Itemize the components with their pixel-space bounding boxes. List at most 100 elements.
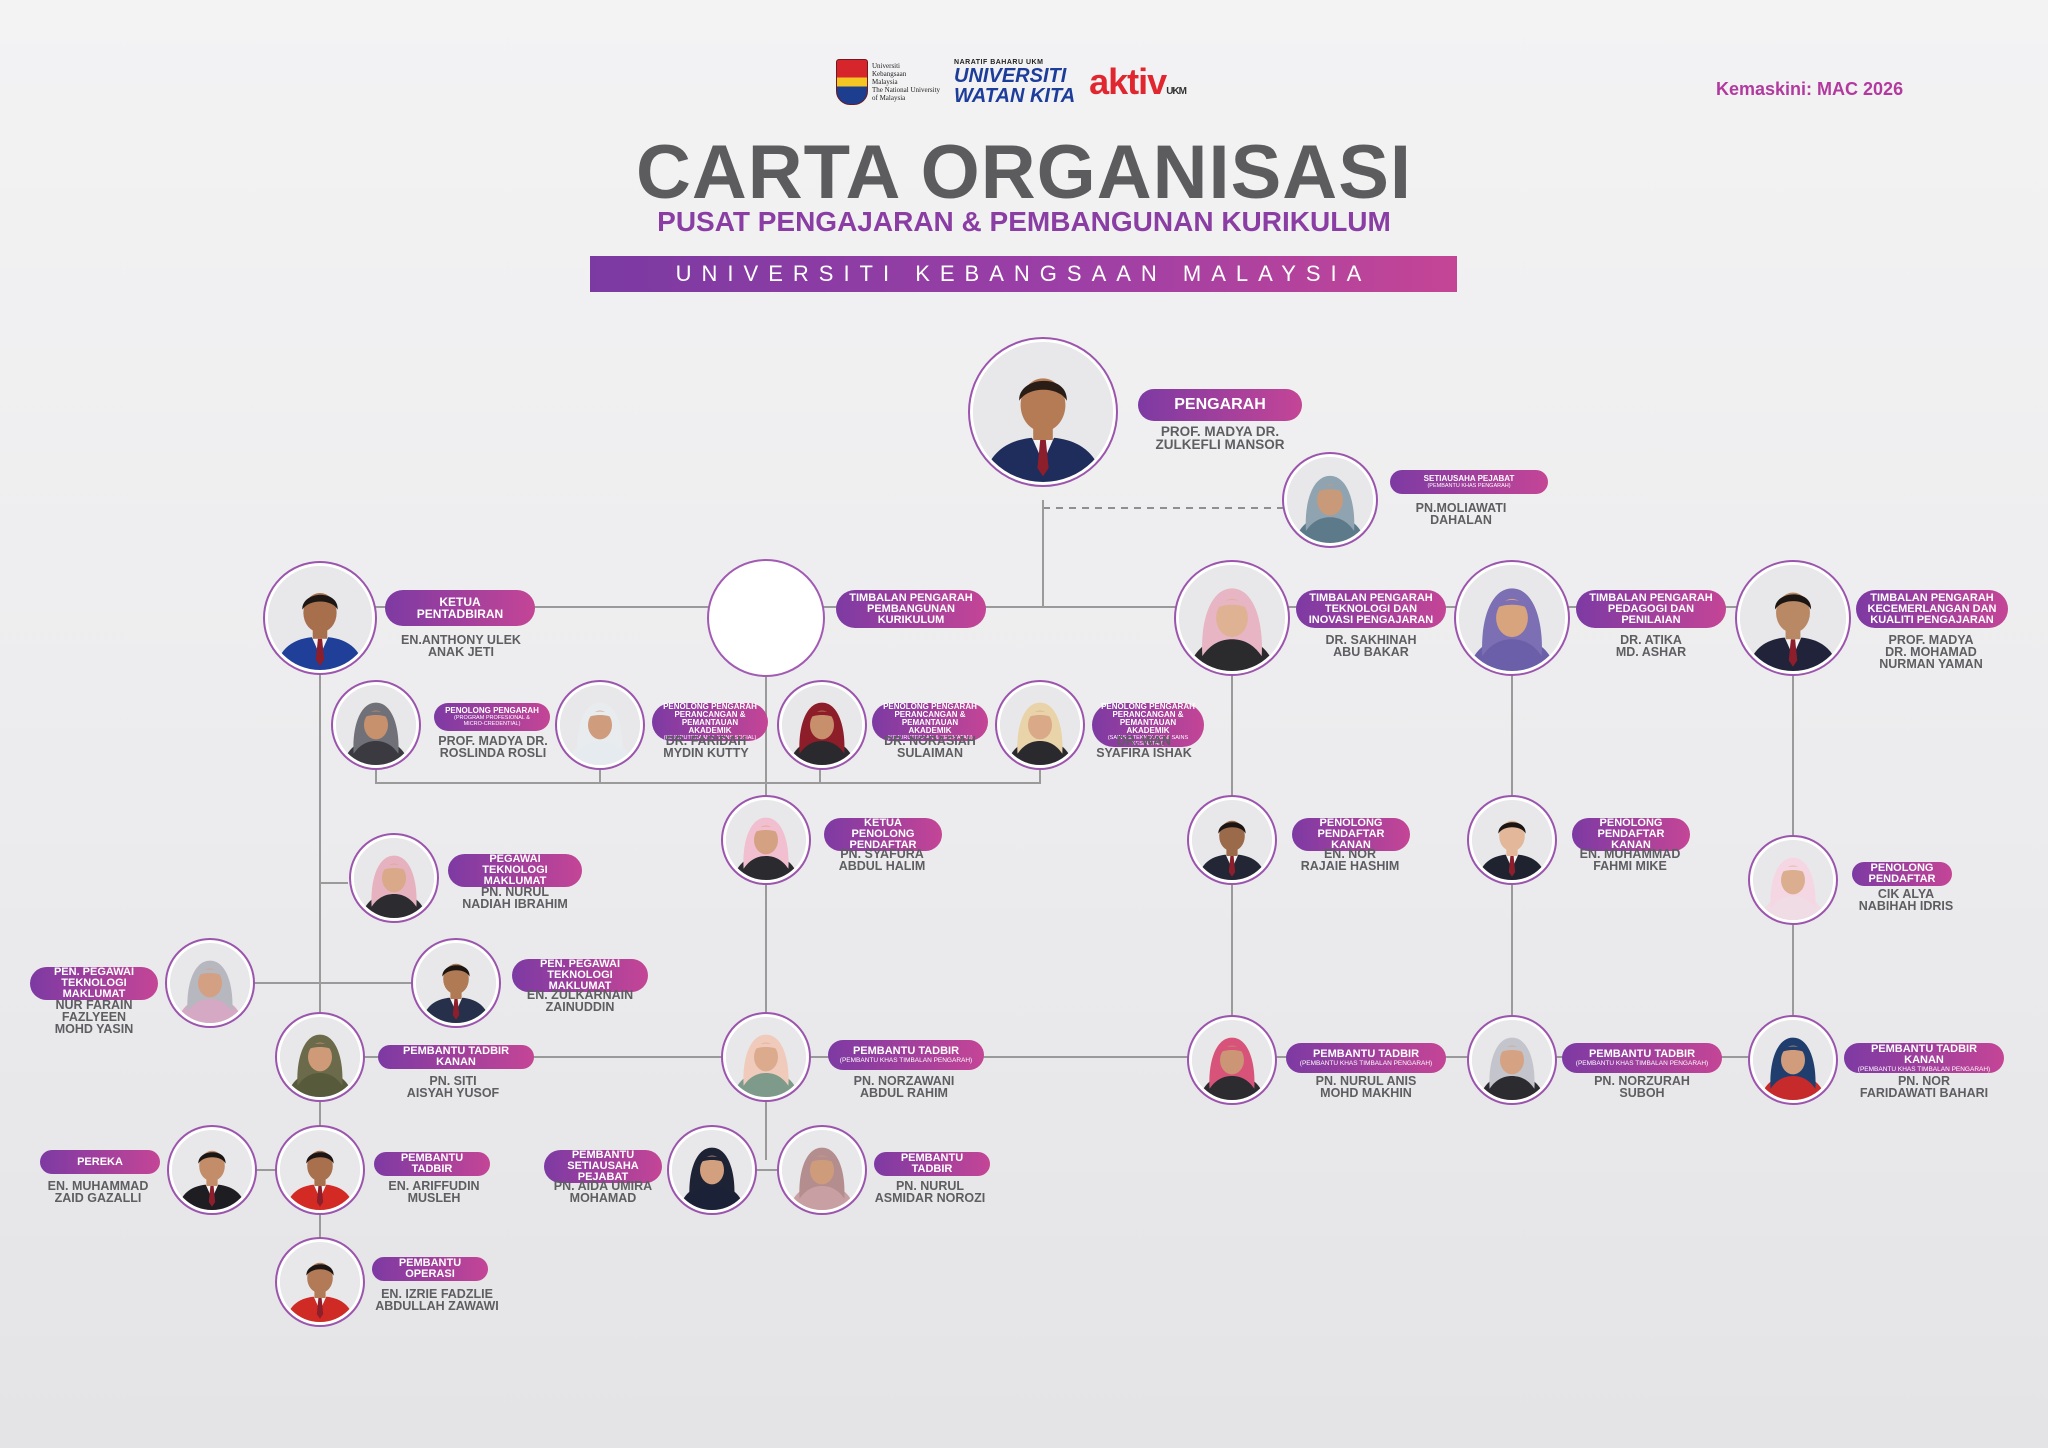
- role-badge: PENOLONG PENGARAH PERANCANGAN & PEMANTAU…: [652, 703, 768, 741]
- person-name: DR. WAN SYAFIRA ISHAK: [1096, 734, 1192, 760]
- role-subtitle: (PROGRAM PROFESIONAL & MICRO-CREDENTIAL): [454, 715, 530, 727]
- avatar: [995, 680, 1085, 770]
- avatar-portrait: [782, 685, 862, 765]
- universiti-watan-kita-logo: NARATIF BAHARU UKM UNIVERSITI WATAN KITA: [954, 59, 1075, 106]
- avatar: [555, 680, 645, 770]
- role-badge: PEMBANTU SETIAUSAHA PEJABAT: [544, 1150, 662, 1183]
- avatar: [721, 1012, 811, 1102]
- role-title: TIMBALAN PENGARAH TEKNOLOGI DAN INOVASI …: [1308, 591, 1434, 626]
- uwk-line2: WATAN KITA: [954, 84, 1076, 107]
- role-title: PENGARAH: [1174, 396, 1266, 413]
- person-name: CIK ALYA NABIHAH IDRIS: [1858, 887, 1954, 913]
- role-badge: PENOLONG PENGARAH PERANCANGAN & PEMANTAU…: [1092, 703, 1204, 747]
- role-badge: PEMBANTU TADBIR(PEMBANTU KHAS TIMBALAN P…: [1286, 1043, 1446, 1073]
- person-name: EN. NOR RAJAIE HASHIM: [1300, 847, 1400, 873]
- person-name: PN. SITI AISYAH YUSOF: [406, 1074, 500, 1100]
- role-title: PEN. PEGAWAI TEKNOLOGI MAKLUMAT: [539, 958, 621, 992]
- aktiv-ukm-logo: aktivUKM: [1089, 61, 1187, 103]
- avatar-portrait: [726, 800, 806, 880]
- avatar-portrait: [1753, 840, 1833, 920]
- ukm-crest-icon: [836, 59, 868, 105]
- avatar: [777, 680, 867, 770]
- avatar-portrait: [354, 838, 434, 918]
- avatar: [349, 833, 439, 923]
- role-title: PEMBANTU TADBIR: [852, 1045, 960, 1057]
- uwk-line1: UNIVERSITI: [954, 64, 1067, 87]
- avatar: [1467, 795, 1557, 885]
- role-badge: KETUA PENOLONG PENDAFTAR: [824, 818, 942, 851]
- ukm-logo: Universiti Kebangsaan Malaysia The Natio…: [836, 59, 940, 105]
- role-badge: PEN. PEGAWAI TEKNOLOGI MAKLUMAT: [512, 959, 648, 992]
- role-subtitle: (PEMBANTU KHAS TIMBALAN PENGARAH): [1299, 1060, 1433, 1067]
- person-name: PROF. MADYA DR. ROSLINDA ROSLI: [438, 734, 548, 760]
- avatar: [167, 1125, 257, 1215]
- role-badge: KETUA PENTADBIRAN: [385, 590, 535, 626]
- avatar-portrait: [560, 685, 640, 765]
- role-title: PEN. PEGAWAI TEKNOLOGI MAKLUMAT: [53, 966, 135, 1000]
- person-name: DR. FARIDAH MYDIN KUTTY: [663, 734, 749, 760]
- avatar: [165, 938, 255, 1028]
- avatar-portrait: [416, 943, 496, 1023]
- role-subtitle: (SAINS & TEKNOLOGI & SAINS KESIHATAN): [1107, 735, 1189, 747]
- role-title: PENOLONG PENGARAH PERANCANGAN & PEMANTAU…: [663, 702, 757, 735]
- role-badge: TIMBALAN PENGARAH PEDAGOGI DAN PENILAIAN: [1576, 590, 1726, 628]
- role-badge: PENOLONG PENDAFTAR KANAN: [1572, 818, 1690, 851]
- role-badge: PENOLONG PENDAFTAR KANAN: [1292, 818, 1410, 851]
- role-title: PEMBANTU TADBIR: [1588, 1048, 1696, 1060]
- role-badge: PENGARAH: [1138, 389, 1302, 421]
- uwk-wordmark: UNIVERSITI WATAN KITA: [954, 66, 1075, 106]
- role-subtitle: (PEMBANTU KHAS TIMBALAN PENGARAH): [1575, 1060, 1709, 1067]
- avatar-portrait: [1459, 565, 1565, 671]
- avatar: [411, 938, 501, 1028]
- role-badge: PEMBANTU OPERASI: [372, 1257, 488, 1281]
- role-title: PEREKA: [77, 1155, 123, 1168]
- ukm-logo-text: Universiti Kebangsaan Malaysia The Natio…: [872, 62, 941, 102]
- page-subtitle: PUSAT PENGAJARAN & PEMBANGUNAN KURIKULUM: [657, 206, 1391, 237]
- person-name: DR. SAKHINAH ABU BAKAR: [1325, 633, 1417, 659]
- avatar-portrait: [268, 566, 372, 670]
- person-name: EN. ARIFFUDIN MUSLEH: [388, 1179, 480, 1205]
- role-badge: TIMBALAN PENGARAH TEKNOLOGI DAN INOVASI …: [1296, 590, 1446, 628]
- avatar: [1282, 452, 1378, 548]
- updated-label: Kemaskini: MAC 2026: [1716, 79, 1904, 99]
- person-name: PN. NOR FARIDAWATI BAHARI: [1859, 1074, 1989, 1100]
- avatar-portrait: [170, 943, 250, 1023]
- role-title: KETUA PENTADBIRAN: [416, 595, 504, 621]
- avatar: [1187, 795, 1277, 885]
- avatar: [1187, 1015, 1277, 1105]
- avatar-portrait: [1179, 565, 1285, 671]
- avatar: [707, 559, 825, 677]
- person-name: PROF. MADYA DR. ZULKEFLI MANSOR: [1155, 424, 1285, 452]
- role-title: PEMBANTU TADBIR: [400, 1152, 464, 1175]
- role-badge: PENOLONG PENGARAH(PROGRAM PROFESIONAL & …: [434, 703, 550, 731]
- role-badge: PENOLONG PENDAFTAR: [1852, 862, 1952, 886]
- avatar-portrait: [1753, 1020, 1833, 1100]
- avatar-portrait: [280, 1242, 360, 1322]
- avatar-portrait: [1287, 457, 1373, 543]
- role-subtitle: (PEMBANTU KHAS TIMBALAN PENGARAH): [1857, 1065, 1991, 1073]
- role-title: TIMBALAN PENGARAH KECEMERLANGAN DAN KUAL…: [1867, 591, 1997, 626]
- role-title: PEMBANTU SETIAUSAHA PEJABAT: [567, 1149, 639, 1183]
- person-name: PROF. MADYA DR. MOHAMAD NURMAN YAMAN: [1879, 633, 1983, 671]
- person-name: DR. ATIKA MD. ASHAR: [1615, 633, 1687, 659]
- avatar: [721, 795, 811, 885]
- person-name: EN. ZULKARNAIN ZAINUDDIN: [526, 988, 634, 1014]
- person-name: PN. AIDA UMIRA MOHAMAD: [553, 1179, 653, 1205]
- avatar: [331, 680, 421, 770]
- role-badge: SETIAUSAHA PEJABAT(PEMBANTU KHAS PENGARA…: [1390, 470, 1548, 494]
- person-name: PN.MOLIAWATI DAHALAN: [1415, 501, 1507, 527]
- person-name: EN. MUHAMMAD FAHMI MIKE: [1579, 847, 1681, 873]
- role-subtitle: (KEJURUTERAAN & SAINS SOSIAL): [663, 735, 757, 741]
- avatar: [1735, 560, 1851, 676]
- logo-row: Universiti Kebangsaan Malaysia The Natio…: [836, 58, 1187, 106]
- role-badge: PEGAWAI TEKNOLOGI MAKLUMAT: [448, 854, 582, 887]
- role-badge: PENOLONG PENGARAH PERANCANGAN & PEMANTAU…: [872, 703, 988, 741]
- avatar: [667, 1125, 757, 1215]
- role-title: PENOLONG PENGARAH PERANCANGAN & PEMANTAU…: [1101, 702, 1195, 735]
- person-name: EN. IZRIE FADZLIE ABDULLAH ZAWAWI: [375, 1287, 499, 1313]
- aktiv-wordmark: aktiv: [1089, 61, 1167, 102]
- avatar-portrait: [726, 1017, 806, 1097]
- role-badge: PEMBANTU TADBIR(PEMBANTU KHAS TIMBALAN P…: [1562, 1043, 1722, 1073]
- role-badge: PEMBANTU TADBIR KANAN(PEMBANTU KHAS TIMB…: [1844, 1043, 2004, 1073]
- avatar-portrait: [782, 1130, 862, 1210]
